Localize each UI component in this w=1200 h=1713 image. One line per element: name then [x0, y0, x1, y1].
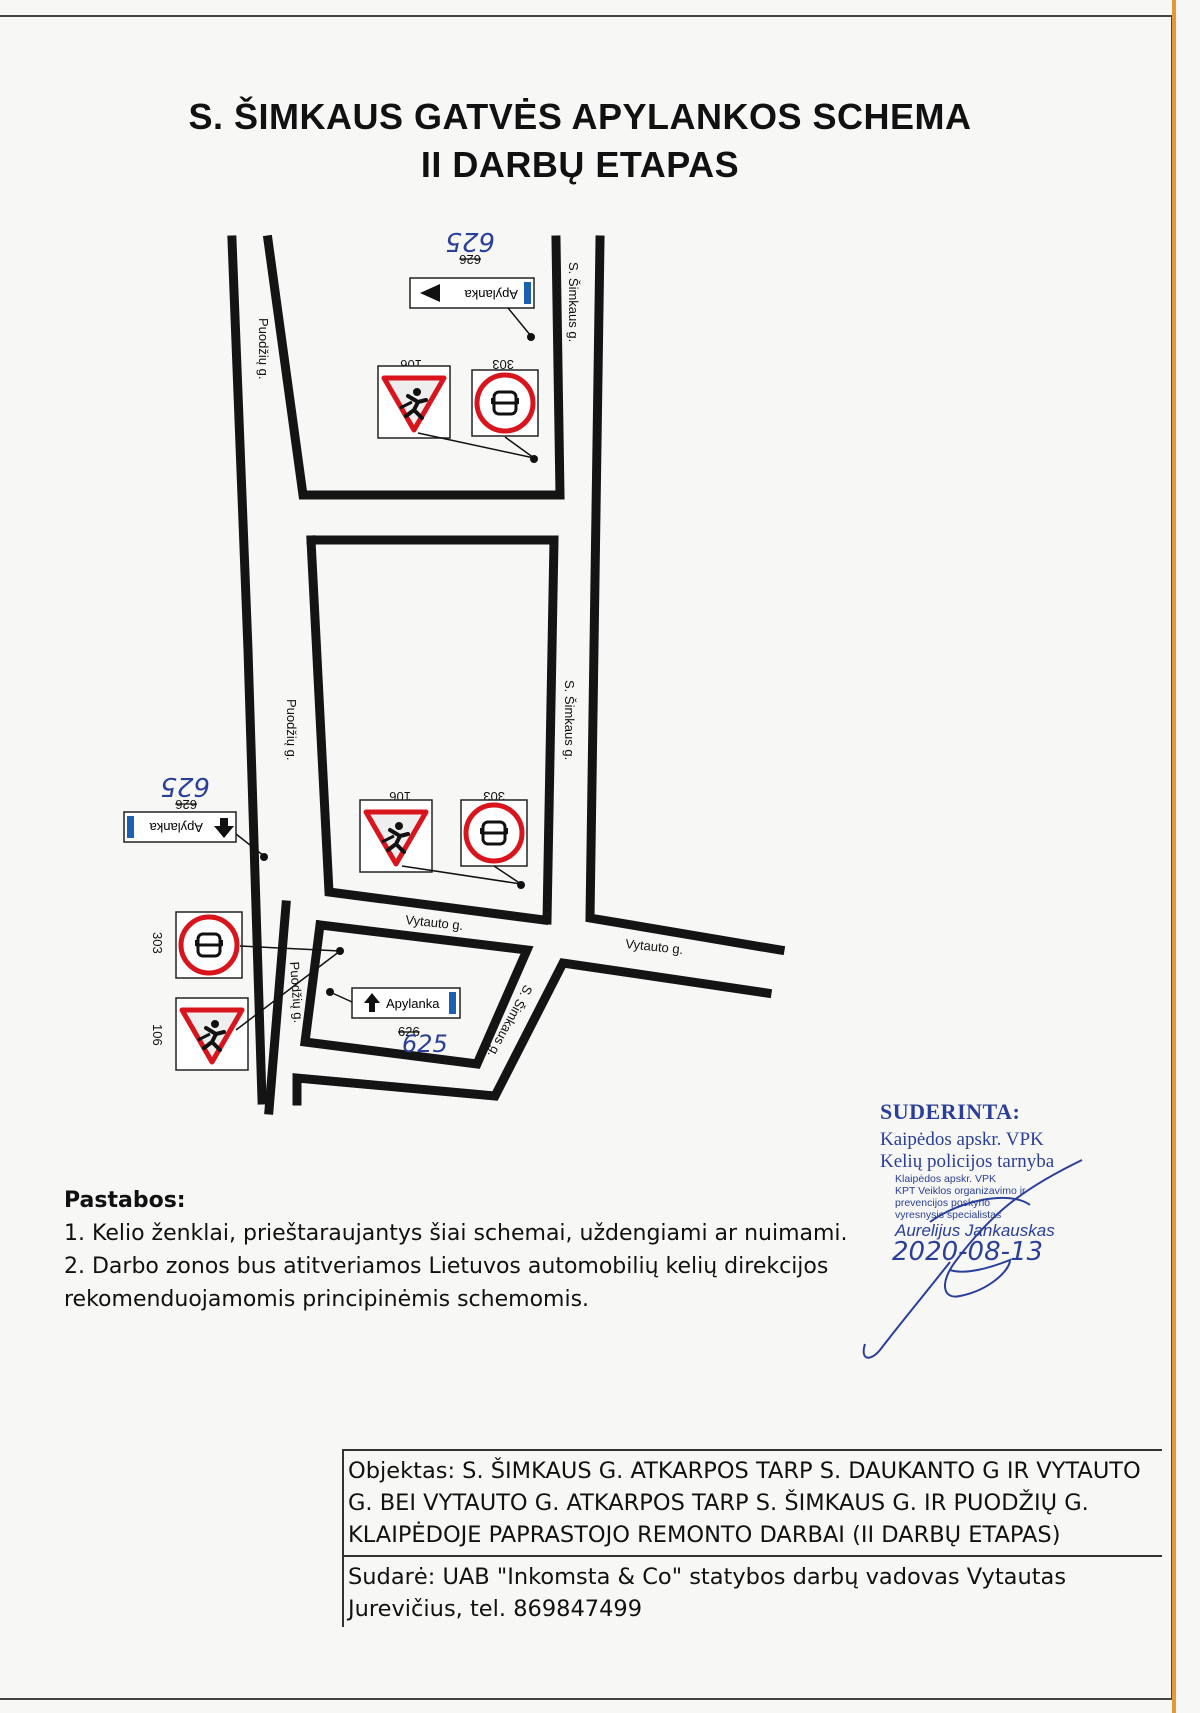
street-label-puodziu-3: Puodžių g. — [287, 961, 306, 1023]
notes-item-2b: rekomenduojamomis principinėmis schemomi… — [64, 1287, 590, 1312]
stamp-small-1: Klaipėdos apskr. VPK — [895, 1173, 996, 1185]
road-simkaus-east-vytauto — [585, 235, 786, 956]
road-south-block — [264, 900, 291, 1115]
stamp-name: Aurelijus Jankauskas — [895, 1221, 1055, 1240]
sign-code-struck-south: 626 — [398, 1024, 420, 1039]
info-sudare: Sudarė: UAB "Inkomsta & Co" statybos dar… — [342, 1557, 1162, 1627]
street-label-puodziu-1: Puodžių g. — [256, 318, 271, 379]
roads — [227, 234, 786, 1115]
street-label-puodziu-2: Puodžių g. — [284, 699, 299, 760]
title-line-1: S. ŠIMKAUS GATVĖS APYLANKOS SCHEMA — [188, 96, 972, 137]
stamp-small-3: prevencijos poskyrio — [895, 1197, 991, 1209]
road-puodziu-west — [227, 235, 267, 1105]
signature-scribble — [862, 1159, 1083, 1359]
street-label-simkaus-2: S. Šimkaus g. — [562, 680, 577, 760]
road-south-east — [292, 958, 773, 1106]
info-objektas: Objektas: S. ŠIMKAUS G. ATKARPOS TARP S.… — [342, 1449, 1162, 1557]
no-entry-icon-middle — [461, 800, 527, 866]
page-edge-line — [1172, 0, 1176, 1713]
stamp-small-2: KPT Veiklos organizavimo ir — [895, 1185, 1026, 1197]
stamp-line-2: Kelių policijos tarnyba — [880, 1151, 1055, 1172]
detour-sign-south: Apylanka — [326, 987, 461, 1019]
sign-code-struck-west: 626 — [175, 797, 197, 812]
info-block: Objektas: S. ŠIMKAUS G. ATKARPOS TARP S.… — [342, 1449, 1162, 1627]
stamp-title: SUDERINTA: — [880, 1099, 1021, 1124]
sign-code-106-south: 106 — [150, 1024, 165, 1046]
notes-section: Pastabos: 1. Kelio ženklai, prieštarauja… — [64, 1184, 848, 1316]
title-line-2: II DARBŲ ETAPAS — [420, 144, 740, 185]
street-label-vytauto-1: Vytauto g. — [405, 912, 464, 933]
sign-code-struck-north: 626 — [459, 252, 481, 267]
warning-roadworks-icon-middle — [360, 800, 432, 872]
stamp-line-1: Kaipėdos apskr. VPK — [880, 1129, 1044, 1150]
detour-sign-west: Apylanka — [123, 811, 268, 861]
sign-code-303-south: 303 — [150, 932, 165, 954]
road-puodziu-east-middle — [306, 535, 559, 925]
street-label-simkaus-1: S. Šimkaus g. — [566, 262, 581, 342]
sign-code-303-north: 303 — [492, 357, 514, 372]
no-entry-icon-north — [472, 370, 538, 436]
warning-roadworks-icon-north — [378, 366, 450, 438]
detour-sign-west-text: Apylanka — [149, 820, 203, 835]
notes-heading: Pastabos: — [64, 1188, 186, 1213]
sign-code-handwritten-west: 625 — [160, 771, 210, 801]
road-block-west — [306, 535, 550, 926]
detour-sign-north-text: Apylanka — [464, 287, 518, 302]
road-south-inner — [299, 919, 534, 1069]
warning-roadworks-icon-south — [176, 998, 248, 1070]
no-entry-icon-south — [176, 912, 242, 978]
notes-item-1: 1. Kelio ženklai, prieštaraujantys šiai … — [64, 1221, 848, 1246]
sign-code-handwritten-south: 625 — [402, 1030, 448, 1058]
detour-sign-south-text: Apylanka — [386, 996, 440, 1011]
approval-stamp: SUDERINTA: Kaipėdos apskr. VPK Kelių pol… — [880, 1099, 1055, 1267]
sign-code-handwritten-north: 625 — [445, 226, 495, 256]
notes-item-2a: 2. Darbo zonos bus atitveriamos Lietuvos… — [64, 1254, 829, 1279]
stamp-date: 2020-08-13 — [892, 1237, 1044, 1267]
stamp-small-4: vyresnysis specialistas — [895, 1209, 1002, 1221]
street-label-vytauto-2: Vytauto g. — [625, 936, 684, 957]
road-puodziu-east-north — [262, 234, 565, 500]
detour-sign-north: Apylanka — [409, 277, 535, 341]
